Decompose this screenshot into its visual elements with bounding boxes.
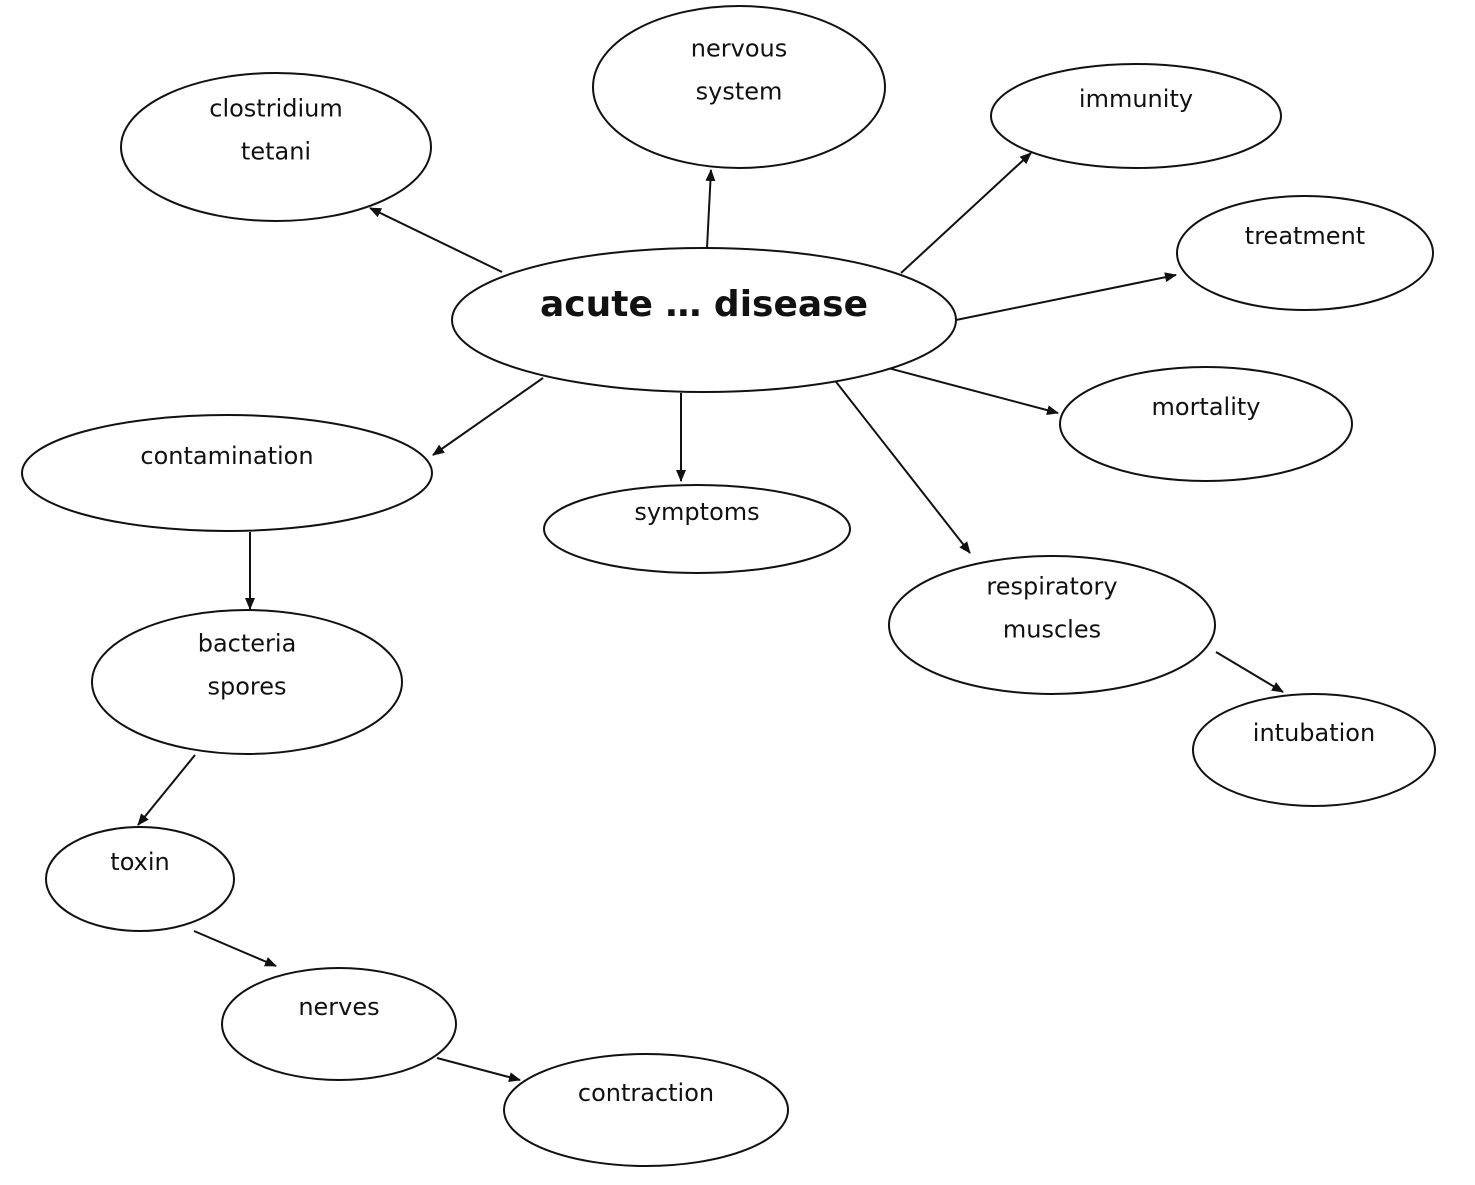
node-label: mortality	[1152, 393, 1261, 421]
node-nervous: nervous system	[592, 5, 886, 169]
node-clostridium: clostridium tetani	[120, 72, 432, 222]
node-treatment: treatment	[1176, 195, 1434, 311]
arrow-center-to-contamination	[432, 377, 544, 456]
arrow-bacteria-to-toxin	[137, 754, 196, 826]
node-label: clostridium	[209, 95, 343, 123]
node-bacteria: bacteria spores	[91, 609, 403, 755]
node-ellipse	[451, 247, 957, 393]
node-center: acute … disease	[451, 247, 957, 393]
node-ellipse	[990, 63, 1282, 169]
node-label: contamination	[140, 442, 313, 470]
arrow-center-to-immunity	[900, 152, 1032, 274]
node-ellipse	[503, 1053, 789, 1167]
node-label: system	[696, 78, 783, 106]
node-nerves: nerves	[221, 967, 457, 1081]
arrow-center-to-nervous	[705, 169, 716, 249]
node-label: tetani	[241, 138, 311, 166]
node-ellipse	[1176, 195, 1434, 311]
arrow-toxin-to-nerves	[193, 930, 277, 967]
arrow-center-to-respiratory	[832, 377, 971, 554]
node-label: intubation	[1253, 719, 1375, 747]
node-label: contraction	[578, 1079, 714, 1107]
node-label: toxin	[110, 848, 169, 876]
node-immunity: immunity	[990, 63, 1282, 169]
node-ellipse	[1059, 366, 1353, 482]
node-mortality: mortality	[1059, 366, 1353, 482]
node-label: spores	[207, 673, 286, 701]
node-respiratory: respiratory muscles	[888, 555, 1216, 695]
arrow-center-to-treatment	[955, 272, 1177, 321]
edges	[137, 152, 1284, 1083]
node-label: symptoms	[634, 498, 759, 526]
node-ellipse	[888, 555, 1216, 695]
arrow-respiratory-to-intubation	[1215, 651, 1284, 693]
node-ellipse	[91, 609, 403, 755]
node-label: nervous	[691, 35, 787, 63]
arrow-center-to-clostridium	[369, 207, 503, 273]
node-ellipse	[221, 967, 457, 1081]
node-ellipse	[543, 484, 851, 574]
node-symptoms: symptoms	[543, 484, 851, 574]
node-ellipse	[120, 72, 432, 222]
node-toxin: toxin	[45, 826, 235, 932]
node-label: immunity	[1079, 85, 1193, 113]
node-label: treatment	[1245, 222, 1365, 250]
node-label: bacteria	[198, 630, 297, 658]
arrow-center-to-mortality	[887, 367, 1059, 416]
nodes: acute … disease clostridium tetani nervous s…	[21, 5, 1436, 1167]
node-ellipse	[592, 5, 886, 169]
node-ellipse	[21, 414, 433, 532]
node-label: respiratory	[986, 573, 1117, 601]
node-label: acute … disease	[540, 284, 868, 325]
node-intubation: intubation	[1192, 693, 1436, 807]
node-contraction: contraction	[503, 1053, 789, 1167]
node-contamination: contamination	[21, 414, 433, 532]
node-label: nerves	[298, 993, 379, 1021]
node-ellipse	[1192, 693, 1436, 807]
arrow-nerves-to-contraction	[436, 1057, 521, 1083]
node-label: muscles	[1003, 616, 1101, 644]
node-ellipse	[45, 826, 235, 932]
